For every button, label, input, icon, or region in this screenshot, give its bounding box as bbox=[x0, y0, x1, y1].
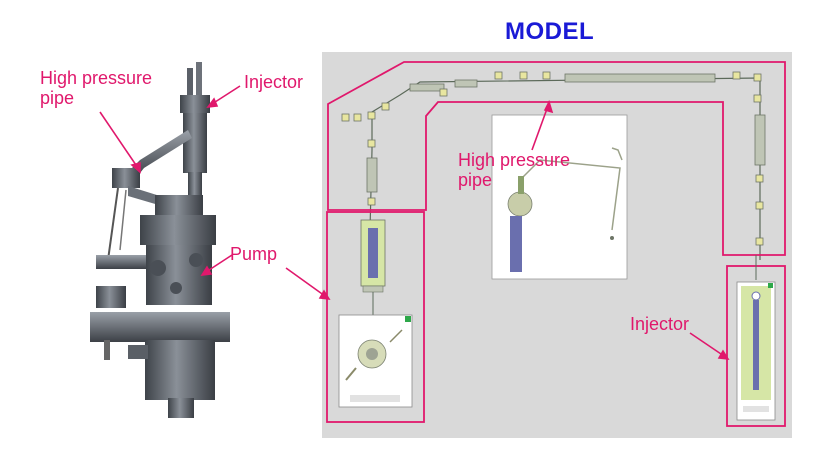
hp-pipe-preview bbox=[491, 114, 628, 280]
label-pump: Pump bbox=[230, 244, 278, 264]
injector-3d bbox=[180, 62, 210, 200]
pipeline-nodes bbox=[341, 71, 764, 246]
outline-high-pressure-pipe bbox=[327, 61, 786, 256]
label-injector-right: Injector bbox=[630, 314, 690, 334]
pump-3d bbox=[90, 195, 230, 418]
label-high-pressure-pipe-left: High pressure pipe bbox=[40, 68, 153, 108]
label-high-pressure-pipe-right: High pressure pipe bbox=[458, 150, 571, 190]
model-title: MODEL bbox=[505, 18, 595, 45]
high-pressure-pipe-3d bbox=[107, 130, 192, 261]
label-injector-left: Injector bbox=[244, 72, 304, 92]
pump-model-block bbox=[338, 219, 413, 408]
injector-model-block bbox=[736, 255, 776, 421]
callout-arrows bbox=[99, 85, 730, 360]
outline-pump-model bbox=[326, 211, 425, 423]
pipe-segments bbox=[366, 73, 766, 193]
